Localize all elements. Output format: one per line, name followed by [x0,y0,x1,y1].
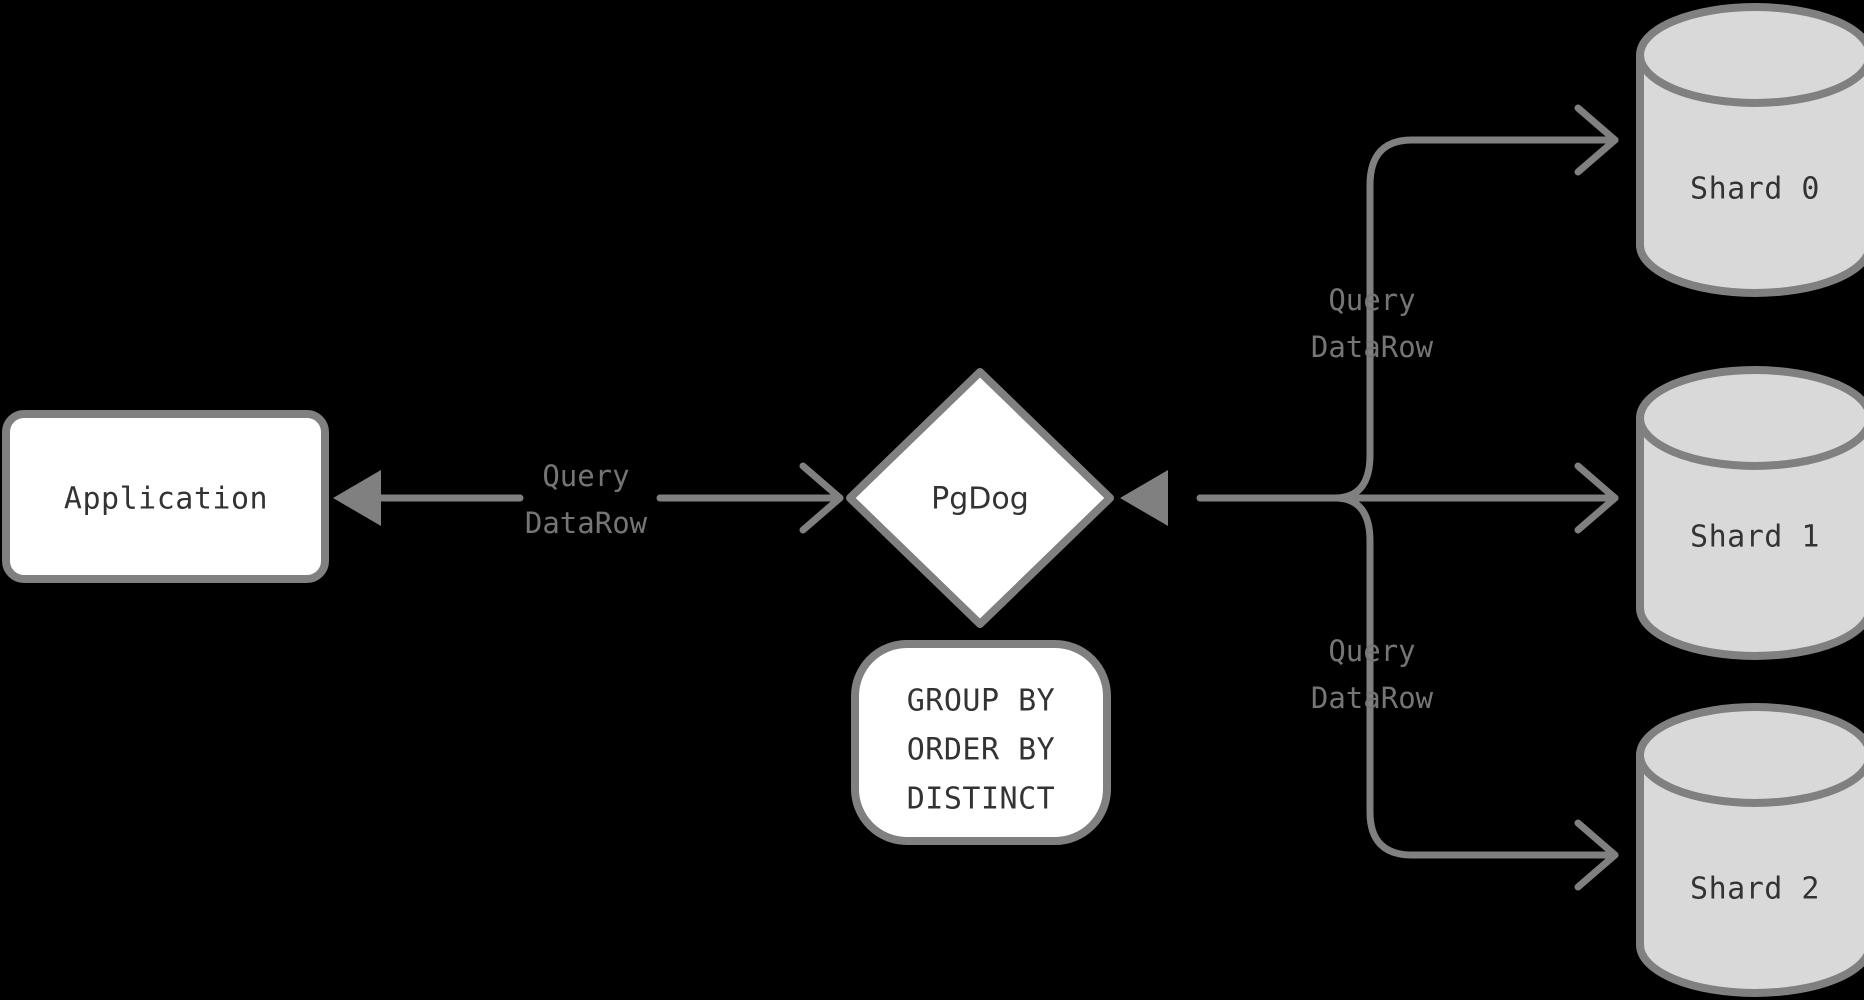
edge-label-app-pgdog-line2: DataRow [525,506,648,540]
edge-line-branch-shard0 [1331,136,1619,502]
operations-line-group-by: GROUP BY [907,684,1056,719]
arrowhead-chevron-to-pgdog [799,462,844,534]
node-shard-0[interactable]: Shard 0 [1636,3,1864,297]
edge-label-shard-top-line1: Query [1328,283,1415,317]
edge-label-app-pgdog-line1: Query [542,459,629,493]
shard-2-cylinder-top-ellipse [1636,754,1864,807]
arrowhead-chevron-to-shard0 [1574,104,1619,176]
application-box-shape [2,410,329,583]
node-shard-2[interactable]: Shard 2 [1636,703,1864,997]
shard-2-cylinder-body [1636,703,1864,997]
edge-line-branch-shard2 [1331,494,1619,859]
edge-label-app-pgdog: Query DataRow [525,459,648,540]
shard-1-label: Shard 1 [1690,520,1820,555]
shard-0-cylinder-top-ellipse [1636,54,1864,107]
arrowhead-solid-to-pgdog [1120,470,1168,526]
operations-box-shape [851,640,1111,845]
shard-0-cylinder-body [1636,3,1864,297]
node-operations[interactable]: GROUP BY ORDER BY DISTINCT [851,640,1111,845]
edge-pgdog-to-shards [1120,104,1619,891]
node-shard-1[interactable]: Shard 1 [1636,366,1864,660]
shard-1-cylinder-top-ellipse [1636,417,1864,470]
edge-app-to-pgdog [333,462,844,534]
pgdog-label: PgDog [931,482,1029,517]
application-label: Application [64,482,268,517]
shard-1-cylinder-body [1636,366,1864,660]
edge-label-pgdog-shard-bottom: Query DataRow [1311,634,1434,715]
arrowhead-chevron-to-shard1 [1574,462,1619,534]
edge-label-shard-bottom-line2: DataRow [1311,681,1434,715]
edge-label-shard-bottom-line1: Query [1328,634,1415,668]
node-application[interactable]: Application [2,410,329,583]
shard-0-label: Shard 0 [1690,172,1820,207]
arrowhead-solid-to-application [333,470,381,526]
shard-2-label: Shard 2 [1690,872,1820,907]
operations-line-order-by: ORDER BY [907,733,1056,768]
edge-label-shard-top-line2: DataRow [1311,330,1434,364]
pgdog-diamond-shape [846,368,1114,628]
arrowhead-chevron-to-shard2 [1574,819,1619,891]
edge-label-pgdog-shard-top: Query DataRow [1311,283,1434,364]
operations-line-distinct: DISTINCT [907,782,1056,817]
node-pgdog[interactable]: PgDog [846,368,1114,628]
